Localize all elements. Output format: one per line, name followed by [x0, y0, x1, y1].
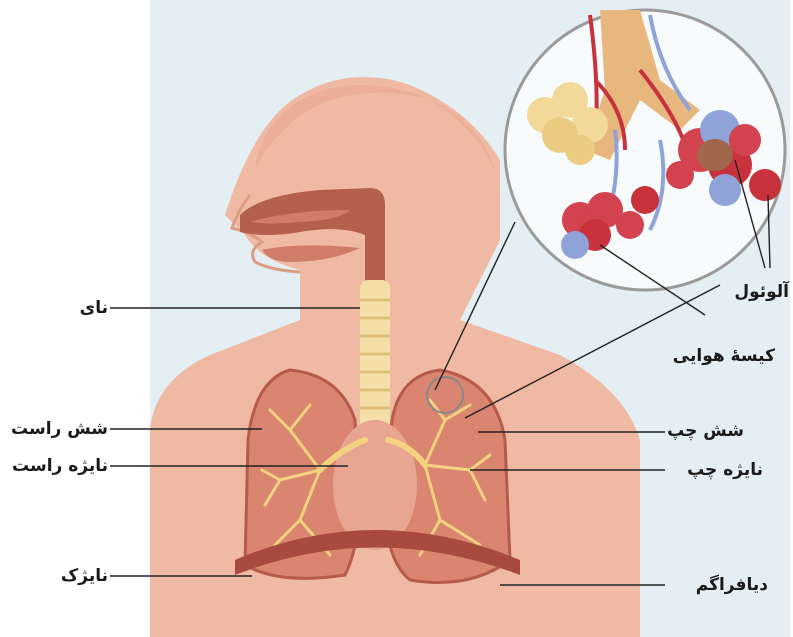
label-right-lung: شش راست	[2, 419, 108, 439]
label-left-lung: شش چپ	[668, 421, 744, 441]
label-right-bronchus: نایژه راست	[2, 456, 108, 476]
label-left-bronchus: نایژه چپ	[668, 460, 763, 480]
trachea	[360, 280, 390, 440]
label-alveolus: آلوئول	[725, 282, 789, 302]
label-trachea: نای	[60, 298, 108, 318]
label-diaphragm: دیافراگم	[668, 575, 768, 595]
label-bronchiole: نایژک	[40, 566, 108, 586]
label-air-sac: کیسهٔ هوایی	[660, 346, 775, 366]
magnified-alveoli-inset	[505, 10, 785, 290]
